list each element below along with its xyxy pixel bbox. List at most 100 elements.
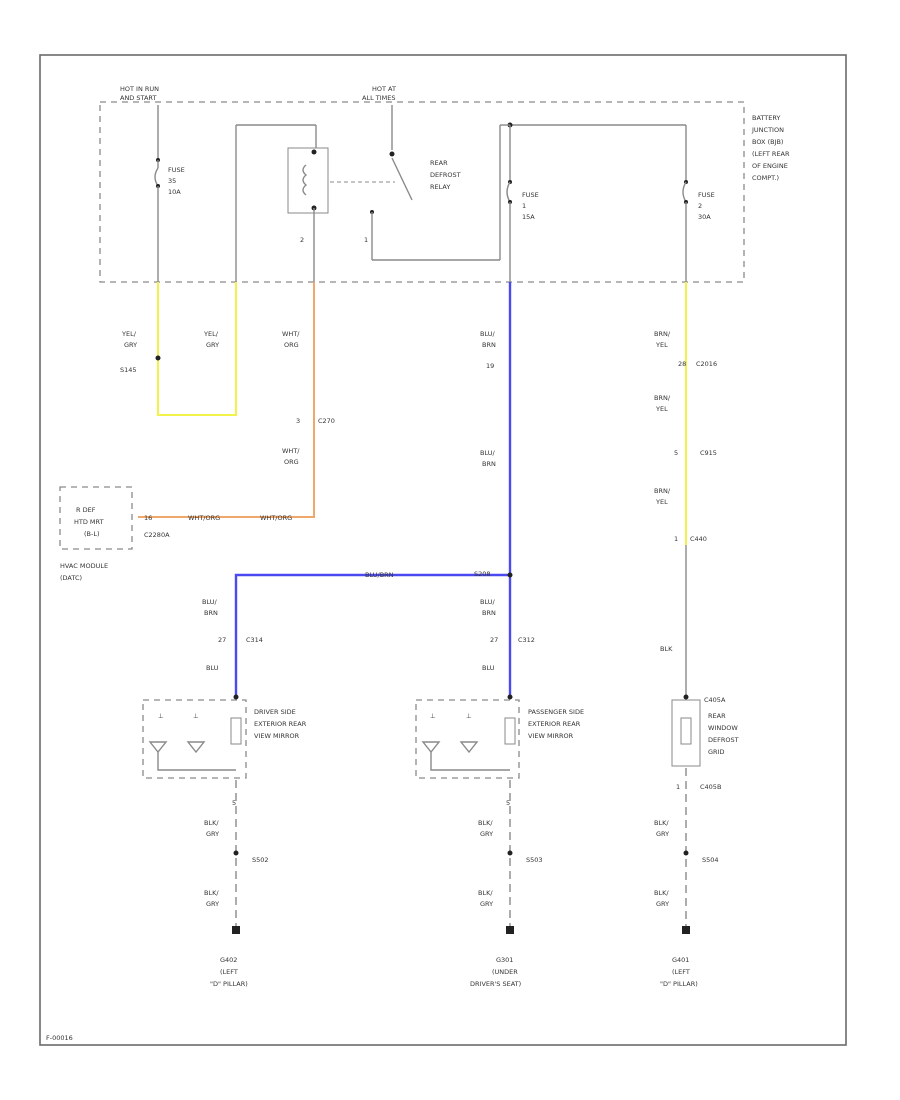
relay-pin-2: 2 [300, 236, 304, 244]
fuse1-label-0: FUSE [522, 191, 539, 199]
blu-brn-label-0: BLU/ [480, 330, 496, 338]
wht-org-wire [138, 282, 315, 518]
hot-in-run-label-2: AND START [120, 94, 156, 102]
brn-yel-label-2: BRN/ [654, 394, 671, 402]
blu-brn-mid-0: BLU/ [480, 598, 496, 606]
g402-label-0: G402 [220, 956, 237, 964]
brn-yel-label-0: BRN/ [654, 330, 671, 338]
c2016-pin: 28 [678, 360, 686, 368]
blk-gry-d-3: GRY [206, 900, 219, 908]
blk-gry-p-0: BLK/ [478, 819, 493, 827]
blu-brn-mid-1: BRN [482, 609, 496, 617]
defrost-grid-box [671, 699, 701, 767]
relay-label-2: RELAY [430, 183, 450, 191]
c405b-label: C405B [700, 783, 721, 791]
footer-id: F-00016 [46, 1034, 73, 1042]
blu-brn-pin: 19 [486, 362, 494, 370]
bjb-label-1: JUNCTION [751, 126, 784, 134]
driver-motor-symbol-1: ⊥ [158, 712, 164, 720]
blk-gry-d-2: BLK/ [204, 889, 219, 897]
grid-label-3: DEFROST [708, 736, 739, 744]
hot-in-run-label: HOT IN RUN [120, 85, 159, 93]
hvac-module-label-1: (DATC) [60, 574, 82, 582]
pass-mirror-label-1: EXTERIOR REAR [528, 720, 581, 728]
c270-label: C270 [318, 417, 335, 425]
c314-label: C314 [246, 636, 263, 644]
fuse2-label-1: 2 [698, 202, 702, 210]
hvac-pin: 16 [144, 514, 152, 522]
g301-label-2: DRIVER'S SEAT) [470, 980, 521, 988]
blu-brn-label-2: BLU/ [480, 449, 496, 457]
hvac-connector: C2280A [144, 531, 170, 539]
g402-label-1: (LEFT [220, 968, 238, 976]
bjb-label-5: COMPT.) [752, 174, 779, 182]
blu-brn-label-3: BRN [482, 460, 496, 468]
c312-label: C312 [518, 636, 535, 644]
relay-box [287, 147, 329, 214]
yel-gry-left-0: YEL/ [121, 330, 137, 338]
fuse2-label-2: 30A [698, 213, 711, 221]
s145-label: S145 [120, 366, 137, 374]
grid-label-4: GRID [708, 748, 724, 756]
c440-pin: 1 [674, 535, 678, 543]
blu-brn-wire-left [234, 573, 510, 697]
wht-org-label-3: ORG [284, 458, 299, 466]
hvac-inner-0: R DEF [76, 506, 96, 514]
blk-gry-r-1: GRY [656, 830, 669, 838]
fuse1-label-1: 1 [522, 202, 526, 210]
c312-pin: 27 [490, 636, 498, 644]
brn-yel-label-5: YEL [655, 498, 668, 506]
hvac-wire-label-2: WHT/ORG [260, 514, 292, 522]
s503-label: S503 [526, 856, 543, 864]
pass-pin: 5 [506, 799, 510, 807]
relay-pin-1: 1 [364, 236, 368, 244]
hvac-wire-label-1: WHT/ORG [188, 514, 220, 522]
driver-mirror-label-2: VIEW MIRROR [254, 732, 300, 740]
diagram-frame [39, 54, 847, 1046]
fuse2-label-0: FUSE [698, 191, 715, 199]
bjb-label-4: OF ENGINE [752, 162, 788, 170]
blk-gry-p-1: GRY [480, 830, 493, 838]
blu-brn-left-1: BRN [204, 609, 218, 617]
c915-label: C915 [700, 449, 717, 457]
yel-gry-left-1: GRY [124, 341, 137, 349]
s502-label: S502 [252, 856, 269, 864]
c2016-label: C2016 [696, 360, 717, 368]
brn-yel-label-4: BRN/ [654, 487, 671, 495]
blk-gry-r-3: GRY [656, 900, 669, 908]
grid-label-0: C405A [704, 696, 726, 704]
blk-gry-d-1: GRY [206, 830, 219, 838]
g402-label-2: "D" PILLAR) [210, 980, 248, 988]
blu-mid: BLU [482, 664, 495, 672]
driver-mirror-box [142, 699, 247, 779]
grid-pin: 1 [676, 783, 680, 791]
pass-mirror-label-0: PASSENGER SIDE [528, 708, 584, 716]
blk-gry-p-3: GRY [480, 900, 493, 908]
blk-gry-p-2: BLK/ [478, 889, 493, 897]
yel-gry-right-1: GRY [206, 341, 219, 349]
blu-brn-label-1: BRN [482, 341, 496, 349]
wht-org-label-1: ORG [284, 341, 299, 349]
wht-org-label-0: WHT/ [282, 330, 300, 338]
battery-junction-box [99, 101, 745, 283]
g301-label-1: (UNDER [492, 968, 518, 976]
yel-gry-right-0: YEL/ [203, 330, 219, 338]
wht-org-label-2: WHT/ [282, 447, 300, 455]
bjb-label-3: (LEFT REAR [752, 150, 790, 158]
fuse35-label-2: 10A [168, 188, 181, 196]
g401-label-0: G401 [672, 956, 689, 964]
g401-label-2: "D" PILLAR) [660, 980, 698, 988]
fuse1-label-2: 15A [522, 213, 535, 221]
grid-label-1: REAR [708, 712, 726, 720]
g401-label-1: (LEFT [672, 968, 690, 976]
c915-pin: 5 [674, 449, 678, 457]
passenger-mirror-box [415, 699, 520, 779]
c270-pin: 3 [296, 417, 300, 425]
yel-gry-wire [157, 282, 237, 416]
hvac-module-label-0: HVAC MODULE [60, 562, 108, 570]
s504-label: S504 [702, 856, 719, 864]
c440-label: C440 [690, 535, 707, 543]
relay-label-0: REAR [430, 159, 448, 167]
blk-gry-r-2: BLK/ [654, 889, 669, 897]
blk-gry-d-0: BLK/ [204, 819, 219, 827]
